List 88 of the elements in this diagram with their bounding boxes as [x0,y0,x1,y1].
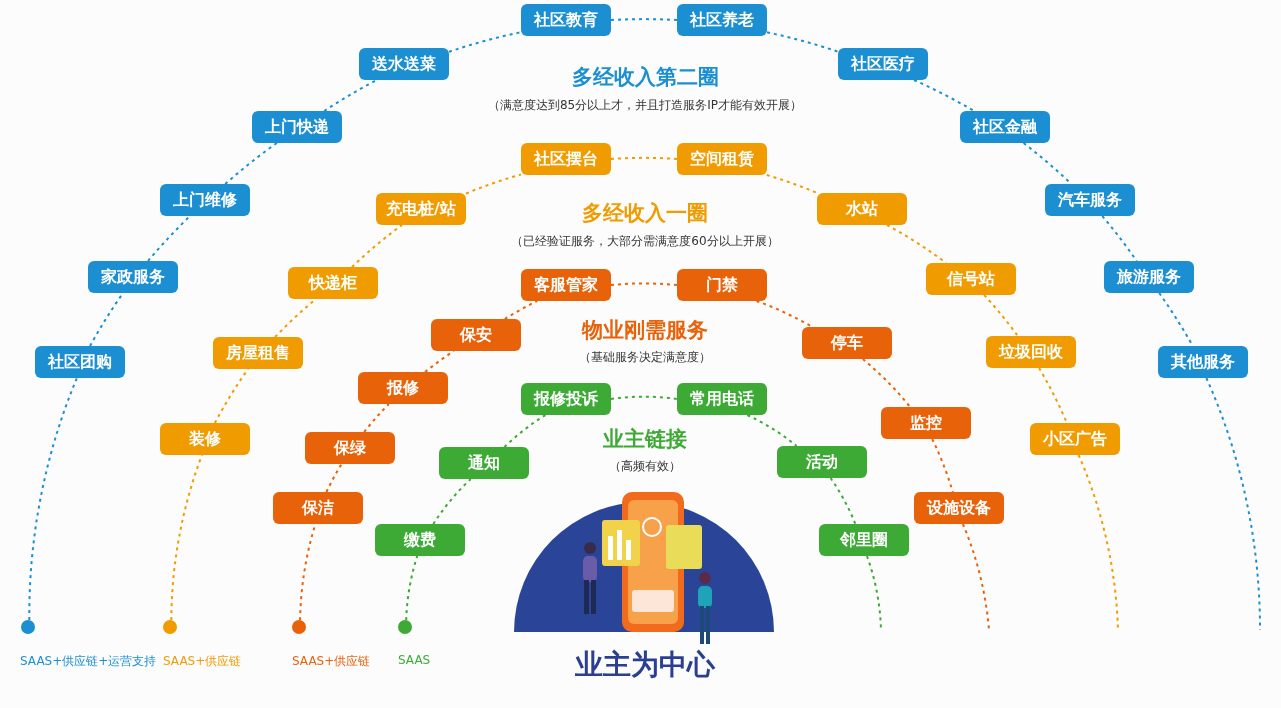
service-tier-label: SAAS [398,653,431,667]
service-box: 社区教育 [521,4,611,36]
dotted-connector [465,173,522,195]
dotted-connector [432,478,472,525]
service-box: 设施设备 [914,492,1004,524]
service-box: 邻里圈 [819,524,909,556]
ring-subtitle: （高频有效） [609,458,681,475]
dotted-connector [170,454,203,622]
service-box: 客服管家 [521,269,611,301]
service-box: 社区金融 [960,111,1050,143]
dotted-connector [405,555,419,622]
service-box: 通知 [439,447,529,479]
dotted-connector [363,403,390,433]
dotted-connector [766,31,839,53]
service-box: 装修 [160,423,250,455]
service-box: 报修 [358,372,448,404]
service-box: 旅游服务 [1104,261,1194,293]
service-box: 快递柜 [288,267,378,299]
ring-title: 多经收入一圈 [582,200,708,227]
dotted-connector [503,414,547,448]
service-box: 报修投诉 [521,383,611,415]
service-box: 门禁 [677,269,767,301]
dotted-connector [1101,215,1138,262]
dotted-connector [746,414,798,447]
ring-title: 业主链接 [603,426,687,453]
service-box: 缴费 [375,524,465,556]
dotted-connector [1077,454,1119,631]
service-tier-label: SAAS+供应链 [163,653,242,670]
service-box: 监控 [881,407,971,439]
service-box: 垃圾回收 [986,336,1076,368]
dotted-connector [610,156,678,160]
dotted-connector [765,174,819,194]
dotted-connector [913,79,975,112]
service-box: 房屋租售 [213,337,303,369]
dotted-connector [28,377,78,622]
dotted-connector [89,292,124,347]
service-box: 充电桩/站 [376,193,466,225]
service-box: 上门维修 [160,184,250,216]
service-box: 保绿 [305,432,395,464]
service-box: 保洁 [273,492,363,524]
dotted-connector [424,350,455,373]
dotted-connector [610,282,678,286]
ring-start-dot [163,620,177,634]
dotted-connector [829,477,857,525]
dotted-connector [224,142,278,185]
service-box: 常用电话 [677,383,767,415]
ring-subtitle: （基础服务决定满意度） [579,349,711,366]
service-box: 汽车服务 [1045,184,1135,216]
ring-subtitle: （已经验证服务，大部分需满意度60分以上开展） [511,233,779,250]
dotted-connector [325,463,343,493]
dotted-connector [983,294,1019,337]
ring-subtitle: （满意度达到85分以上才，并且打造服务IP才能有效开展） [488,97,802,114]
ring-title: 多经收入第二圈 [571,64,719,91]
service-box: 上门快递 [252,111,342,143]
service-box: 小区广告 [1030,423,1120,455]
service-box: 社区团购 [35,346,125,378]
center-title: 业主为中心 [575,647,715,683]
service-box: 其他服务 [1158,346,1248,378]
dotted-connector [351,224,403,268]
dotted-connector [147,215,191,262]
dotted-connector [503,300,539,320]
dotted-connector [610,18,678,21]
ring-start-dot [21,620,35,634]
dotted-connector [213,368,250,424]
dotted-connector [323,79,378,112]
dotted-connector [1205,377,1261,631]
service-box: 家政服务 [88,261,178,293]
ring-start-dot [292,620,306,634]
dotted-connector [1038,367,1068,424]
dotted-connector [961,523,990,631]
service-box: 水站 [817,193,907,225]
service-box: 空间租赁 [677,143,767,175]
service-box: 社区医疗 [838,48,928,80]
dotted-connector [931,438,954,493]
service-box: 保安 [431,319,521,351]
ring-start-dot [398,620,412,634]
service-box: 信号站 [926,263,1016,295]
service-box: 停车 [802,327,892,359]
dotted-connector [861,358,912,408]
ring-title: 物业刚需服务 [582,317,708,344]
service-box: 送水送菜 [359,48,449,80]
dotted-connector [610,395,678,400]
service-box: 社区养老 [677,4,767,36]
service-tier-label: SAAS+供应链 [292,653,371,670]
dotted-connector [448,31,522,53]
service-box: 活动 [777,446,867,478]
service-tier-label: SAAS+供应链+运营支持 [20,653,157,670]
service-box: 社区摆台 [521,143,611,175]
